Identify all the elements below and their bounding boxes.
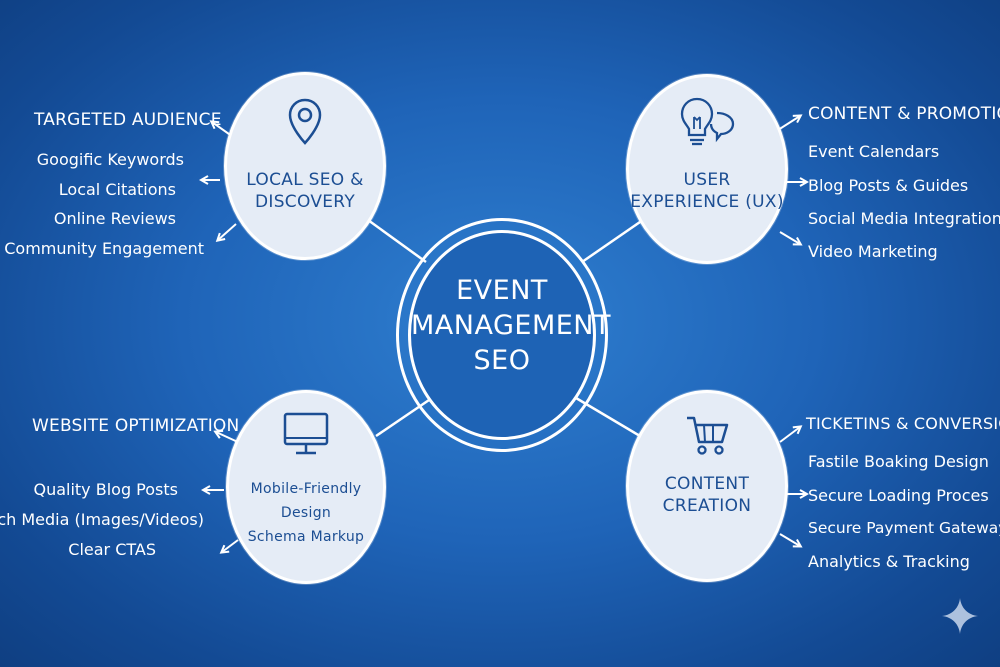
center-outer-ring: [396, 218, 608, 452]
list-content-promotion-heading: CONTENT & PROMOTION: [808, 104, 1000, 124]
arrow-ticketing-1: [779, 427, 800, 443]
list-item: Rich Media (Images/Videos): [0, 510, 204, 529]
list-item: Social Media Integration: [808, 209, 1000, 228]
list-item: Secure Loading Proces: [808, 486, 989, 505]
node-website: Mobile-Friendly Design Schema Markup: [226, 390, 386, 584]
center-hub: EVENT MANAGEMENT SEO: [408, 230, 611, 440]
node-content-creation: CONTENT CREATION: [626, 390, 788, 582]
list-item: Analytics & Tracking: [808, 552, 970, 571]
monitor-icon: [283, 412, 329, 455]
shopping-cart-icon: [687, 416, 729, 455]
arrow-targeted-3: [218, 223, 237, 240]
list-item: Event Calendars: [808, 142, 940, 161]
node-user-experience-label: USER EXPERIENCE (UX): [630, 170, 784, 212]
list-item: Community Engagement: [4, 239, 204, 258]
node-user-experience: USER EXPERIENCE (UX): [626, 74, 788, 264]
location-pin-icon: [288, 98, 322, 145]
list-website-optimization-heading: WEBSITE OPTIMIZATION: [32, 416, 240, 436]
list-item: Local Citations: [58, 180, 176, 199]
sparkle-icon: [942, 598, 978, 634]
list-item: Online Reviews: [53, 209, 176, 228]
list-ticketing-conversion-heading: TICKETINS & CONVERSION: [806, 414, 1000, 433]
arrow-promotion-3: [779, 231, 800, 244]
list-targeted-audience-heading: TARGETED AUDIENCE: [34, 110, 222, 130]
lightbulb-chat-icon: [680, 97, 735, 146]
node-website-label: Mobile-Friendly Design Schema Markup: [247, 481, 365, 545]
node-local-seo: LOCAL SEO & DISCOVERY: [224, 72, 386, 260]
arrow-promotion-1: [777, 116, 800, 131]
list-item: Clear CTAS: [68, 540, 156, 559]
list-item: Secure Payment Gateways: [808, 519, 1000, 537]
arrow-ticketing-3: [779, 533, 800, 546]
node-local-seo-label: LOCAL SEO & DISCOVERY: [246, 170, 364, 212]
list-item: Fastile Boaking Design: [808, 452, 989, 471]
connector-center-local: [367, 218, 427, 264]
connector-center-ux: [581, 220, 641, 264]
list-item: Quality Blog Posts: [33, 480, 178, 499]
list-item: Googific Keywords: [36, 150, 184, 169]
node-content-creation-label: CONTENT CREATION: [662, 474, 752, 516]
list-item: Video Marketing: [808, 242, 938, 261]
center-title: EVENT MANAGEMENT SEO: [411, 275, 611, 376]
list-item: Blog Posts & Guides: [808, 176, 969, 195]
arrow-website-3: [222, 539, 239, 552]
